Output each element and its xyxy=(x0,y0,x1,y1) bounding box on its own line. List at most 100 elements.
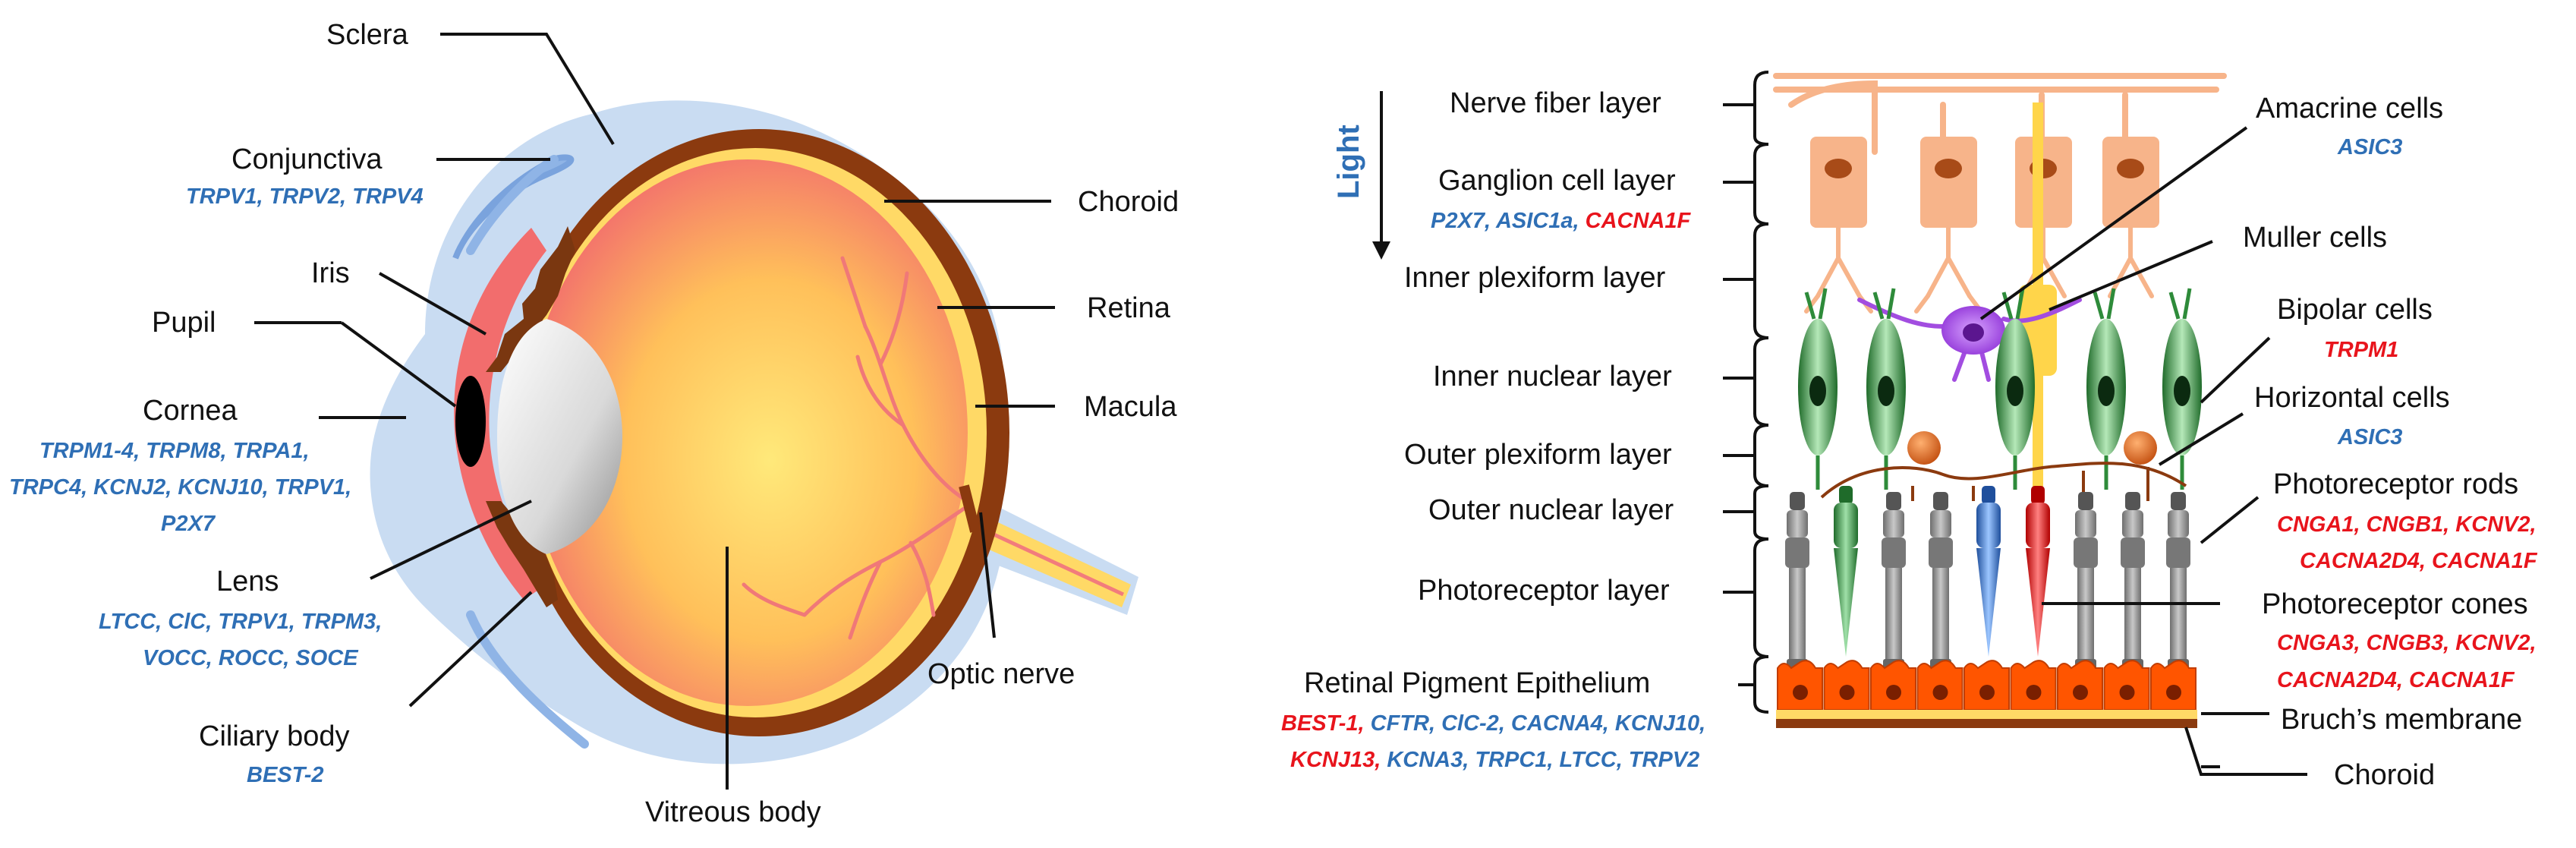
muller-label: Muller cells xyxy=(2243,222,2387,254)
light-label: Light xyxy=(1332,125,1365,199)
cornea-genes-line2: TRPC4, KCNJ2, KCNJ10, TRPV1, xyxy=(9,475,351,500)
lens-genes-line1: LTCC, ClC, TRPV1, TRPM3, xyxy=(99,610,382,634)
bipolar-cell xyxy=(1798,288,1838,490)
ciliary-body-label: Ciliary body xyxy=(199,720,350,752)
ganglion-cells xyxy=(1810,137,2159,228)
layer-nerve-fiber: Nerve fiber layer xyxy=(1450,87,1661,119)
bipolar-label: Bipolar cells xyxy=(2277,294,2433,326)
bipolar-genes: TRPM1 xyxy=(2324,338,2398,362)
ganglion-cell xyxy=(2102,137,2159,228)
layer-brackets xyxy=(1723,71,1769,714)
photoreceptors xyxy=(1785,486,2190,670)
rpe-cell xyxy=(1777,660,1823,711)
rpe-cells xyxy=(1777,660,2197,711)
pupil-label: Pupil xyxy=(152,307,216,339)
choroid-label: Choroid xyxy=(1078,186,1179,218)
bipolar-cell xyxy=(2086,288,2126,490)
rod-cell xyxy=(1785,492,1809,670)
lens-shape xyxy=(497,319,622,554)
choroid-right-label: Choroid xyxy=(2334,759,2435,791)
retinal-vessels xyxy=(742,256,970,640)
iris-lower xyxy=(486,501,558,607)
rod-cell xyxy=(1882,492,1906,670)
cornea-label: Cornea xyxy=(143,395,238,427)
rpe-cell xyxy=(2150,660,2197,711)
layer-photoreceptor: Photoreceptor layer xyxy=(1418,575,1670,607)
cones-genes-line1: CNGA3, CNGB3, KCNV2, xyxy=(2277,631,2537,655)
conjunctiva-top xyxy=(466,155,559,255)
rod-cell xyxy=(1929,492,1953,670)
cones-genes-line2: CACNA2D4, CACNA1F xyxy=(2277,668,2515,692)
conjunctiva-lower xyxy=(466,610,589,749)
amacrine-nucleus xyxy=(1963,323,1984,342)
rpe-cell xyxy=(2057,660,2103,711)
cell-labels: Amacrine cells ASIC3 Muller cells Bipola… xyxy=(2243,93,2538,791)
eye-labels: Sclera Conjunctiva TRPV1, TRPV2, TRPV4 I… xyxy=(9,19,1179,828)
lens-label: Lens xyxy=(216,566,279,597)
layer-ganglion-cell: Ganglion cell layer xyxy=(1438,165,1676,197)
horizontal-cell xyxy=(1907,431,1941,465)
vitreous-body-label: Vitreous body xyxy=(645,796,821,828)
pupil-shape xyxy=(455,376,486,467)
cornea-shape xyxy=(454,228,546,600)
rods-genes-line2: CACNA2D4, CACNA1F xyxy=(2300,549,2538,573)
layer-inner-nuclear: Inner nuclear layer xyxy=(1433,361,1672,392)
rod-cell xyxy=(2121,492,2145,670)
layer-inner-plexiform: Inner plexiform layer xyxy=(1404,262,1666,294)
conjunctiva-label: Conjunctiva xyxy=(231,143,383,175)
horizontal-processes xyxy=(1820,462,2187,501)
horizontal-genes: ASIC3 xyxy=(2337,425,2402,449)
vitreous-shape xyxy=(527,159,968,706)
cones-label: Photoreceptor cones xyxy=(2262,588,2528,620)
layer-labels: Nerve fiber layer Ganglion cell layer P2… xyxy=(1281,87,1705,772)
macula-label: Macula xyxy=(1084,391,1177,423)
layer-outer-nuclear: Outer nuclear layer xyxy=(1428,494,1674,526)
amacrine-label: Amacrine cells xyxy=(2256,93,2443,125)
ganglion-genes: P2X7, ASIC1a, CACNA1F xyxy=(1431,209,1691,233)
rod-cell xyxy=(2074,492,2098,670)
iris-upper xyxy=(486,226,575,372)
optic-disc xyxy=(959,484,981,533)
bruch-label: Bruch’s membrane xyxy=(2281,704,2522,736)
cone-cell xyxy=(1976,486,2001,657)
retina-leader-lines xyxy=(1979,126,2307,776)
rod-cell xyxy=(2166,492,2190,670)
horizontal-cell xyxy=(2124,431,2157,465)
choroid-band xyxy=(1776,719,2197,728)
conjunctiva-upper xyxy=(452,154,575,260)
lens-genes-line2: VOCC, ROCC, SOCE xyxy=(143,646,359,670)
ganglion-nucleus xyxy=(1935,159,1962,178)
layer-rpe: Retinal Pigment Epithelium xyxy=(1304,667,1650,699)
eye-leader-lines xyxy=(254,33,1055,790)
cornea-genes-line3: P2X7 xyxy=(161,512,216,536)
horizontal-cells xyxy=(1907,431,2157,465)
rpe-cell xyxy=(2103,660,2150,711)
conjunctiva-genes: TRPV1, TRPV2, TRPV4 xyxy=(186,184,424,209)
cone-cell xyxy=(2026,486,2050,657)
rpe-cell xyxy=(1823,660,1870,711)
light-arrow-head xyxy=(1372,241,1390,260)
ciliary-body-genes: BEST-2 xyxy=(247,763,324,787)
iris-label: Iris xyxy=(311,257,350,289)
horizontal-label: Horizontal cells xyxy=(2254,382,2450,414)
amacrine-genes: ASIC3 xyxy=(2337,135,2402,159)
rpe-cell xyxy=(2010,660,2057,711)
ganglion-cell xyxy=(1920,137,1977,228)
cone-cell xyxy=(1834,486,1858,657)
rpe-cell xyxy=(1870,660,1916,711)
rods-genes-line1: CNGA1, CNGB1, KCNV2, xyxy=(2277,512,2537,537)
rods-label: Photoreceptor rods xyxy=(2273,468,2518,500)
sclera-label: Sclera xyxy=(326,19,409,51)
rpe-genes-line2: KCNJ13, KCNA3, TRPC1, LTCC, TRPV2 xyxy=(1290,748,1699,772)
ganglion-cell xyxy=(1810,137,1867,228)
layer-outer-plexiform: Outer plexiform layer xyxy=(1404,439,1672,471)
cornea-genes-line1: TRPM1-4, TRPM8, TRPA1, xyxy=(39,439,310,463)
retina-label: Retina xyxy=(1087,292,1171,324)
ganglion-nucleus xyxy=(1825,159,1852,178)
light-indicator: Light xyxy=(1332,91,1390,260)
amacrine-cell xyxy=(1857,298,2082,382)
rpe-cell xyxy=(1916,660,1963,711)
eye-cross-section xyxy=(370,100,1138,764)
bipolar-cell xyxy=(2162,288,2202,490)
